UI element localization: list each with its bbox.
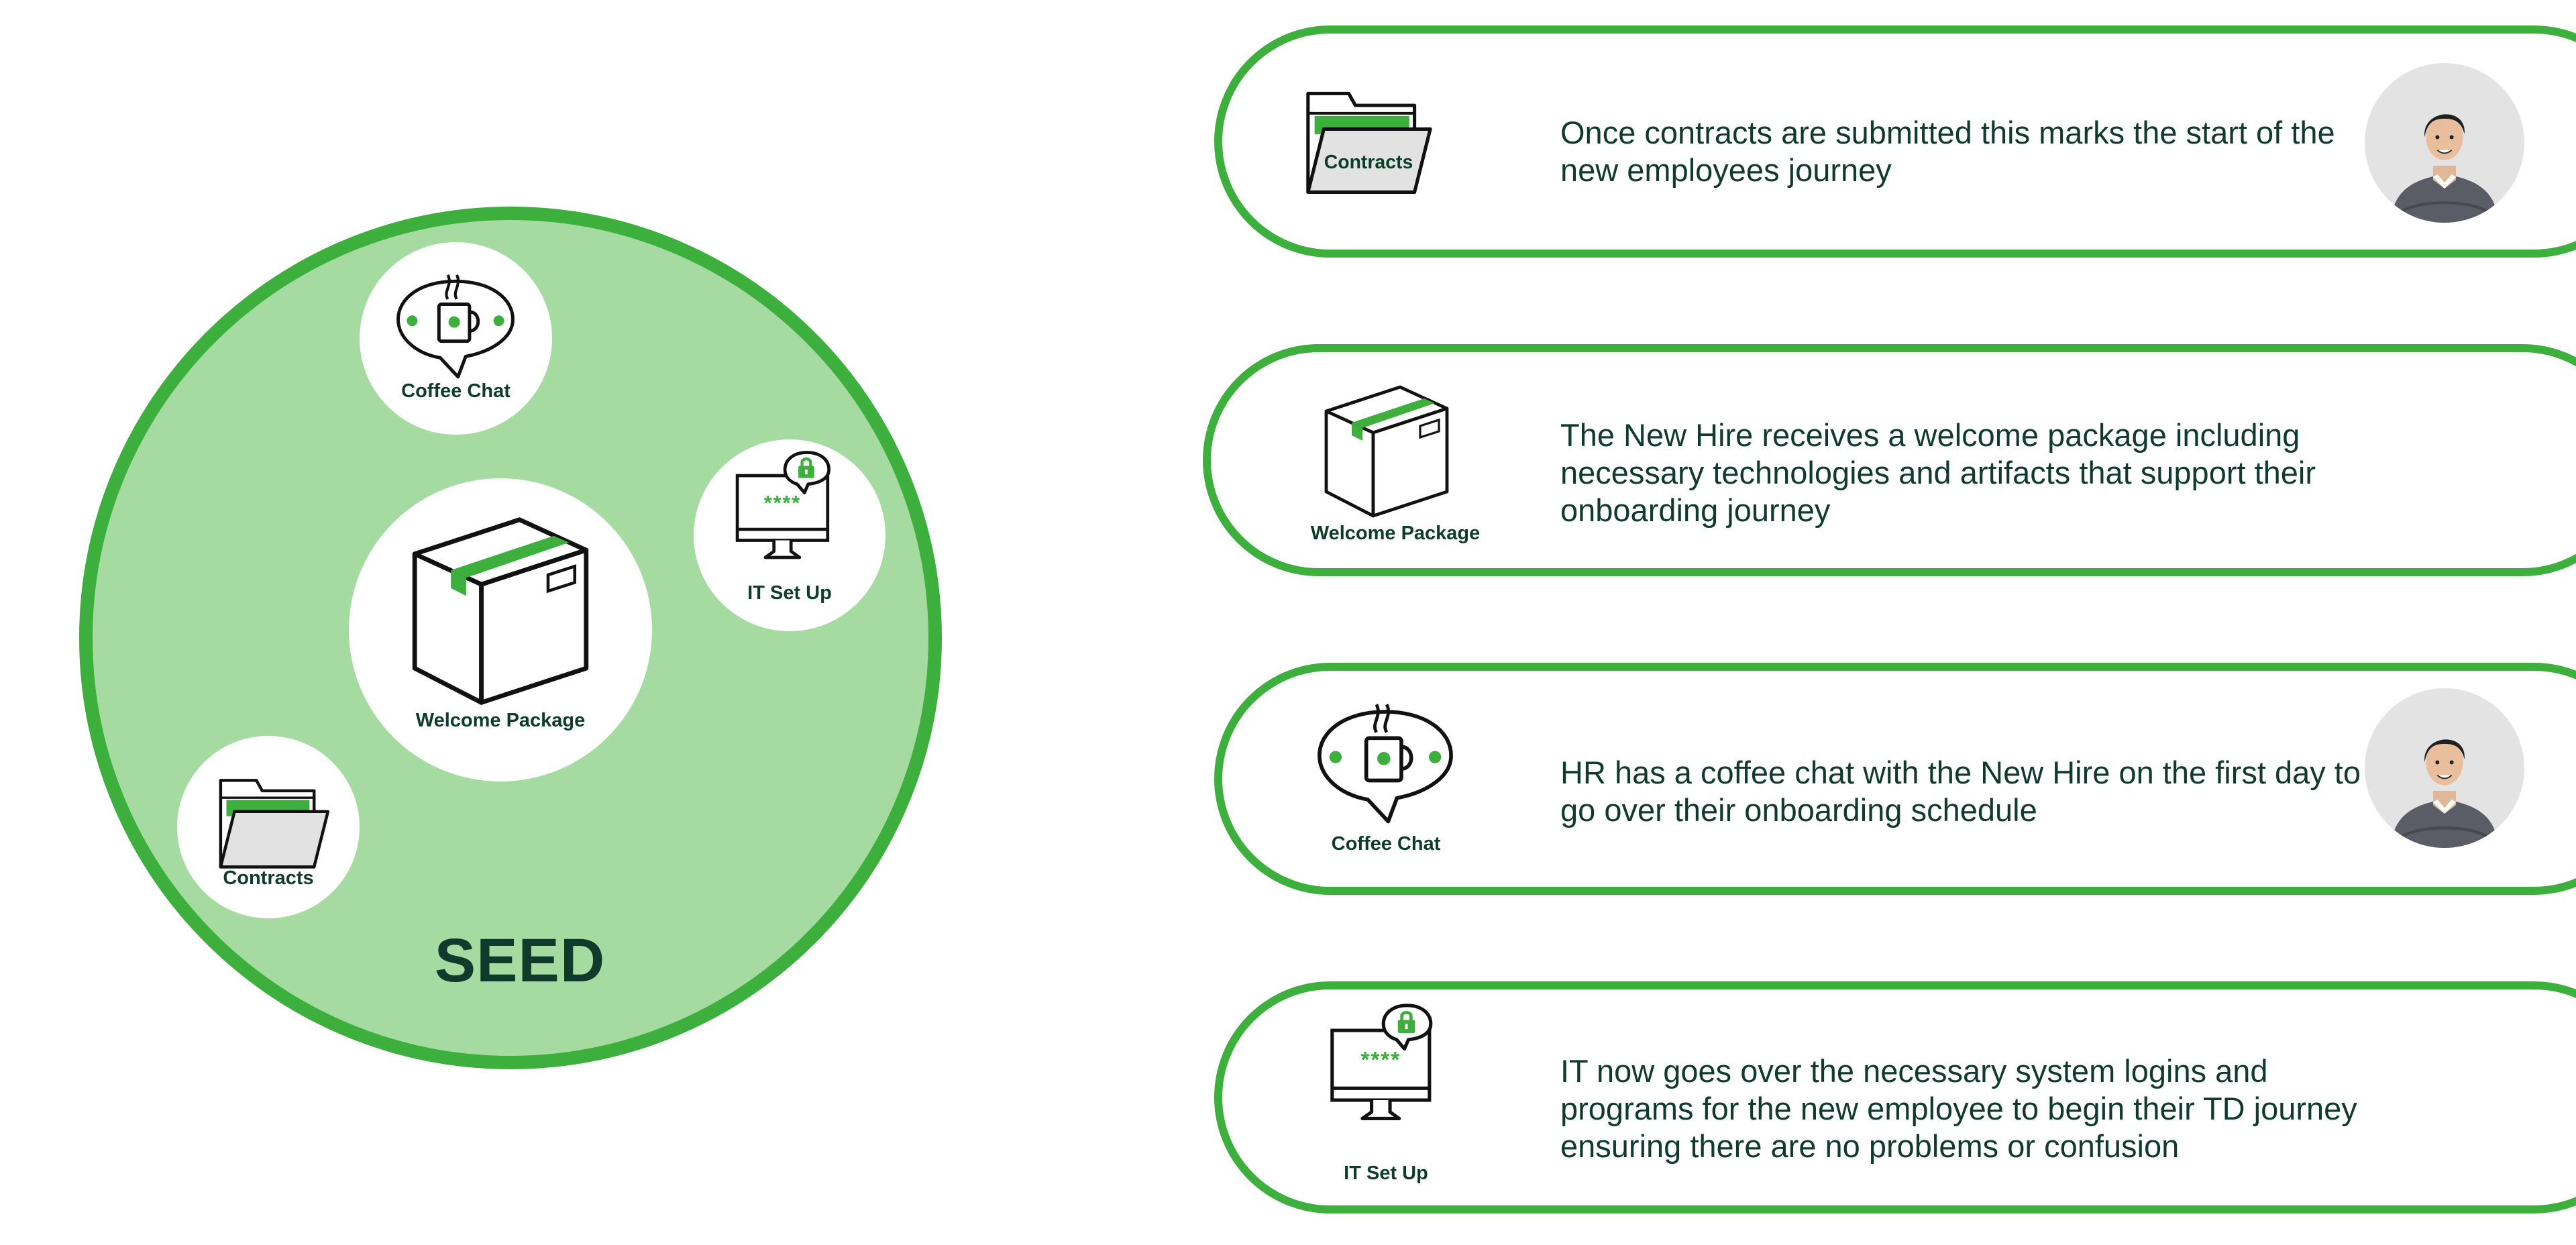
folder-contracts-text: Contracts <box>1324 152 1413 173</box>
diagram-title: SEED <box>434 926 606 995</box>
it-setup-label: IT Set Up <box>1344 1162 1428 1184</box>
coffee-chat-icon <box>1312 687 1458 833</box>
coffee-chat-icon <box>392 260 519 387</box>
box-icon <box>405 516 596 706</box>
it-setup-label: IT Set Up <box>747 582 832 604</box>
step-card-contracts: Contracts Once contracts are submitted t… <box>1214 25 2576 258</box>
computer-lock-icon <box>731 449 853 571</box>
welcome-package-label: Welcome Package <box>1310 523 1481 544</box>
welcome-package-label: Welcome Package <box>415 710 586 731</box>
step-description: HR has a coffee chat with the New Hire o… <box>1560 755 2361 828</box>
step-description: The New Hire receives a welcome package … <box>1560 417 2316 528</box>
contracts-label: Contracts <box>223 867 314 889</box>
person-icon <box>2387 695 2502 848</box>
avatar <box>2365 63 2524 223</box>
step-card-welcome-package: Welcome Package The New Hire receives a … <box>1203 344 2576 576</box>
coffee-chat-label: Coffee Chat <box>401 380 511 402</box>
step-description: IT now goes over the necessary system lo… <box>1560 1053 2357 1164</box>
step-card-it-setup: IT Set Up IT now goes over the necessary… <box>1214 981 2576 1213</box>
step-card-coffee-chat: Coffee Chat HR has a coffee chat with th… <box>1214 663 2576 895</box>
person-icon <box>2387 70 2502 223</box>
coffee-chat-bubble: Coffee Chat <box>360 242 552 435</box>
box-icon <box>1320 384 1454 519</box>
welcome-package-bubble: Welcome Package <box>349 478 652 781</box>
folder-icon: Contracts <box>1303 76 1434 208</box>
contracts-bubble: Contracts <box>177 736 360 918</box>
it-setup-bubble: IT Set Up <box>694 439 885 631</box>
coffee-chat-label: Coffee Chat <box>1331 833 1441 855</box>
folder-icon <box>216 765 331 881</box>
computer-lock-icon <box>1326 1002 1457 1133</box>
step-description: Once contracts are submitted this marks … <box>1560 115 2335 188</box>
avatar <box>2365 688 2524 848</box>
